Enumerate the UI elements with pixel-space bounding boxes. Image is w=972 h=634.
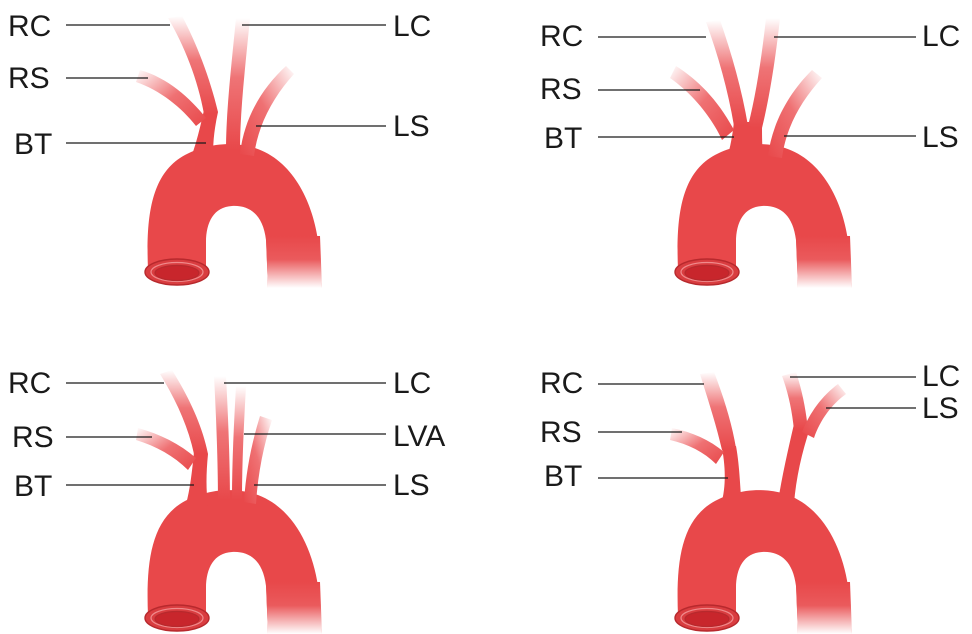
panel-1: RC RS BT LC LS [8, 10, 431, 288]
label-rs: RS [12, 421, 54, 454]
brachiocephalic-trunk [720, 446, 742, 508]
label-ls: LS [393, 110, 430, 143]
label-bt: BT [544, 460, 582, 493]
label-rc: RC [540, 20, 583, 53]
panel-4: RC RS BT LC LS [540, 360, 960, 634]
panel-3: RC RS BT LC LVA LS [8, 367, 445, 634]
label-rs: RS [8, 62, 50, 95]
label-lc: LC [393, 367, 431, 400]
label-lc: LC [393, 10, 431, 43]
label-rc: RC [8, 367, 51, 400]
left-subclavian [244, 416, 272, 504]
label-rc: RC [540, 367, 583, 400]
left-subclavian [802, 384, 846, 438]
label-lc: LC [922, 20, 960, 53]
label-bt: BT [14, 128, 52, 161]
aortic-arch [145, 490, 322, 634]
left-subclavian [768, 70, 822, 158]
label-ls: LS [922, 392, 959, 425]
label-lc: LC [922, 360, 960, 393]
right-subclavian [670, 428, 724, 464]
label-ls: LS [922, 121, 959, 154]
label-lva: LVA [393, 420, 445, 453]
label-bt: BT [544, 122, 582, 155]
label-bt: BT [14, 470, 52, 503]
label-ls: LS [393, 469, 430, 502]
label-rc: RC [8, 10, 51, 43]
label-rs: RS [540, 416, 582, 449]
right-subclavian [136, 428, 196, 470]
left-carotid [782, 372, 808, 430]
aortic-arch [675, 490, 852, 634]
panel-2: RC RS BT LC LS [540, 18, 960, 288]
left-carotid [748, 18, 780, 128]
left-vertebral-artery [232, 386, 246, 500]
aortic-arch [675, 144, 852, 288]
right-carotid [700, 372, 736, 450]
left-subclavian [240, 66, 294, 156]
left-brachiocephalic-trunk [778, 424, 810, 504]
left-carotid [214, 376, 230, 500]
aortic-arch [145, 144, 322, 288]
label-rs: RS [540, 73, 582, 106]
